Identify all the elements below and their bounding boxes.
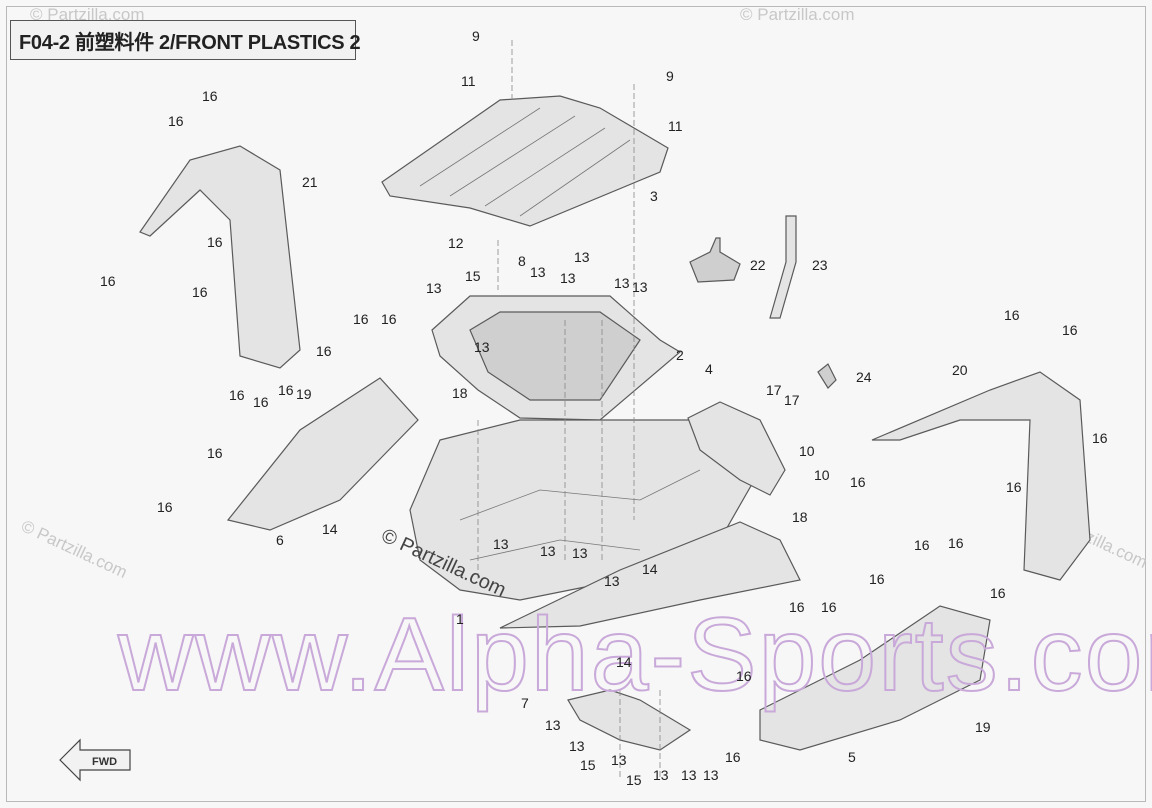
callout-number: 16 [789, 599, 805, 615]
assembly-lines [477, 40, 661, 780]
part-20-right-fender [871, 371, 1091, 581]
callout-number: 13 [572, 545, 588, 561]
corner-watermark: © Partzilla.com [740, 5, 855, 24]
callout-number: 16 [869, 571, 885, 587]
callout-number: 13 [426, 280, 442, 296]
callout-number: 14 [616, 654, 632, 670]
callout-number: 11 [461, 73, 476, 89]
callout-number: 13 [545, 717, 561, 733]
callout-number: 14 [642, 561, 658, 577]
callout-number: 18 [452, 385, 468, 401]
callout-number: 21 [302, 174, 318, 190]
callout-number: 10 [799, 443, 815, 459]
callout-number: 14 [322, 521, 338, 537]
callout-number: 13 [653, 767, 669, 783]
callout-number: 3 [650, 188, 658, 204]
part-2-storage-tray [431, 295, 682, 421]
callout-number: 16 [948, 535, 964, 551]
callout-number: 15 [580, 757, 596, 773]
callout-number: 15 [465, 268, 481, 284]
part-21-left-fender [139, 145, 301, 369]
callout-number: 16 [100, 273, 116, 289]
callout-number: 19 [296, 386, 312, 402]
callout-number: 1 [456, 611, 464, 627]
callout-number: 16 [821, 599, 837, 615]
callout-number: 8 [518, 253, 526, 269]
callout-number: 16 [202, 88, 218, 104]
callout-number: 9 [666, 68, 674, 84]
callout-number: 16 [207, 445, 223, 461]
callout-number: 16 [1062, 322, 1078, 338]
callout-number: 16 [850, 474, 866, 490]
part-6-left-panel [226, 377, 419, 531]
part-7-lower-bracket [567, 689, 692, 751]
callout-number: 11 [668, 118, 683, 134]
part-3-top-cover [381, 95, 669, 227]
callout-number: 13 [632, 279, 648, 295]
callout-number: 22 [750, 257, 766, 273]
callout-number: 17 [784, 392, 800, 408]
callout-number: 16 [229, 387, 245, 403]
callout-number: 5 [848, 749, 856, 765]
callout-number: 17 [766, 382, 782, 398]
callout-number: 16 [1006, 479, 1022, 495]
diagram-title-box: F04-2 前塑料件 2/FRONT PLASTICS 2 [10, 20, 361, 60]
callout-number: 23 [812, 257, 828, 273]
callout-number: 16 [990, 585, 1006, 601]
callout-number: 13 [604, 573, 620, 589]
callout-number: 19 [975, 719, 991, 735]
callout-number: 16 [1004, 307, 1020, 323]
callout-number: 13 [530, 264, 546, 280]
callout-number: 16 [207, 234, 223, 250]
callout-number: 16 [316, 343, 332, 359]
callout-number: 13 [574, 249, 590, 265]
callout-number: 16 [192, 284, 208, 300]
part-18-right-middle-panel [499, 521, 801, 629]
callout-number: 24 [856, 369, 872, 385]
callout-number: 2 [676, 347, 684, 363]
corner-watermark: © Partzilla.com [18, 516, 130, 582]
diagram-title: F04-2 前塑料件 2/FRONT PLASTICS 2 [19, 31, 361, 54]
callout-number: 16 [253, 394, 269, 410]
callout-number: 18 [792, 509, 808, 525]
callout-number: 13 [569, 738, 585, 754]
callout-number: 10 [814, 467, 830, 483]
part-5-bottom-right-panel [759, 605, 991, 751]
callout-number: 4 [705, 361, 713, 377]
callout-number: 16 [1092, 430, 1108, 446]
callout-number: 13 [493, 536, 509, 552]
part-24-clip [817, 363, 837, 389]
callouts: 9 11 9 11 3 12 8 15 13 13 13 13 13 13 22… [100, 28, 1108, 788]
callout-number: 16 [381, 311, 397, 327]
callout-number: 16 [157, 499, 173, 515]
callout-number: 16 [353, 311, 369, 327]
callout-number: 13 [703, 767, 719, 783]
callout-number: 13 [540, 543, 556, 559]
callout-number: 13 [474, 339, 490, 355]
callout-number: 16 [736, 668, 752, 684]
callout-number: 16 [914, 537, 930, 553]
callout-number: 9 [472, 28, 480, 44]
part-22-cap [689, 237, 741, 283]
callout-number: 6 [276, 532, 284, 548]
callout-number: 13 [614, 275, 630, 291]
corner-watermark: © Partzilla.com [30, 5, 145, 24]
alpha-sports-watermark: www.Alpha-Sports.com [117, 597, 1152, 713]
callout-number: 7 [521, 695, 529, 711]
callout-number: 13 [560, 270, 576, 286]
fwd-label: FWD [92, 756, 117, 768]
callout-number: 16 [278, 382, 294, 398]
part-23-rod [769, 215, 797, 319]
callout-number: 13 [681, 767, 697, 783]
callout-number: 12 [448, 235, 464, 251]
callout-number: 16 [725, 749, 741, 765]
drawing-frame [6, 6, 1146, 802]
callout-number: 16 [168, 113, 184, 129]
fwd-arrow: FWD [59, 738, 131, 782]
callout-number: 15 [626, 772, 642, 788]
part-4-right-panel [687, 401, 786, 496]
callout-number: 13 [611, 752, 627, 768]
callout-number: 20 [952, 362, 968, 378]
